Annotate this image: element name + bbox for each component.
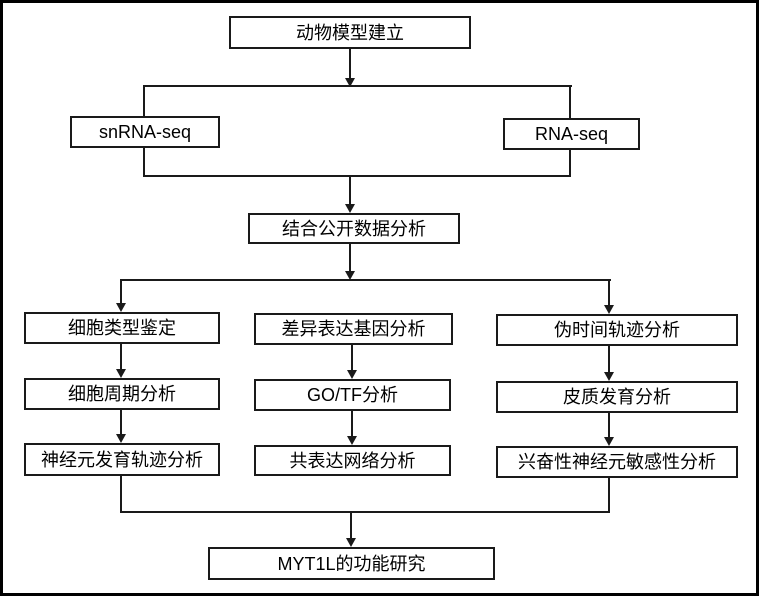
flow-line	[143, 148, 145, 176]
node-excitatory-neuron-sensitivity: 兴奋性神经元敏感性分析	[496, 446, 738, 478]
node-differential-expression: 差异表达基因分析	[254, 313, 453, 345]
flow-line	[569, 150, 571, 176]
flow-line	[351, 345, 353, 370]
node-public-data-integration: 结合公开数据分析	[248, 213, 460, 244]
arrowhead-down	[604, 437, 614, 446]
arrowhead-down	[116, 369, 126, 378]
arrowhead-down	[346, 538, 356, 547]
flow-line	[143, 85, 145, 116]
arrowhead-down	[604, 305, 614, 314]
flow-line	[120, 344, 122, 369]
flow-line	[120, 279, 611, 281]
flow-line	[569, 85, 571, 118]
node-pseudotime-trajectory: 伪时间轨迹分析	[496, 314, 738, 346]
node-rna-seq: RNA-seq	[503, 118, 640, 150]
node-go-tf-analysis: GO/TF分析	[254, 379, 451, 411]
flow-line	[349, 177, 351, 204]
arrowhead-down	[116, 303, 126, 312]
arrowhead-down	[116, 434, 126, 443]
flow-line	[608, 478, 610, 513]
flow-line	[143, 175, 571, 177]
arrowhead-down	[345, 78, 355, 87]
flow-line	[351, 411, 353, 436]
flow-line	[120, 281, 122, 303]
flow-line	[349, 244, 351, 271]
node-cortical-development: 皮质发育分析	[496, 381, 738, 413]
arrowhead-down	[345, 271, 355, 280]
flow-line	[120, 476, 122, 513]
flow-line	[608, 281, 610, 305]
node-animal-model: 动物模型建立	[229, 16, 471, 49]
arrowhead-down	[347, 436, 357, 445]
flow-line	[120, 511, 610, 513]
node-cell-type-identification: 细胞类型鉴定	[24, 312, 220, 344]
flow-line	[608, 346, 610, 372]
flow-line	[349, 49, 351, 78]
flow-line	[608, 413, 610, 437]
flow-line	[120, 410, 122, 434]
flow-line	[143, 85, 572, 87]
flow-line	[350, 513, 352, 538]
arrowhead-down	[345, 204, 355, 213]
node-cell-cycle-analysis: 细胞周期分析	[24, 378, 220, 410]
arrowhead-down	[347, 370, 357, 379]
node-coexpression-network: 共表达网络分析	[254, 445, 451, 476]
arrowhead-down	[604, 372, 614, 381]
node-neuron-development-trajectory: 神经元发育轨迹分析	[24, 443, 220, 476]
node-snrna-seq: snRNA-seq	[70, 116, 220, 148]
node-myt1l-function-study: MYT1L的功能研究	[208, 547, 495, 580]
